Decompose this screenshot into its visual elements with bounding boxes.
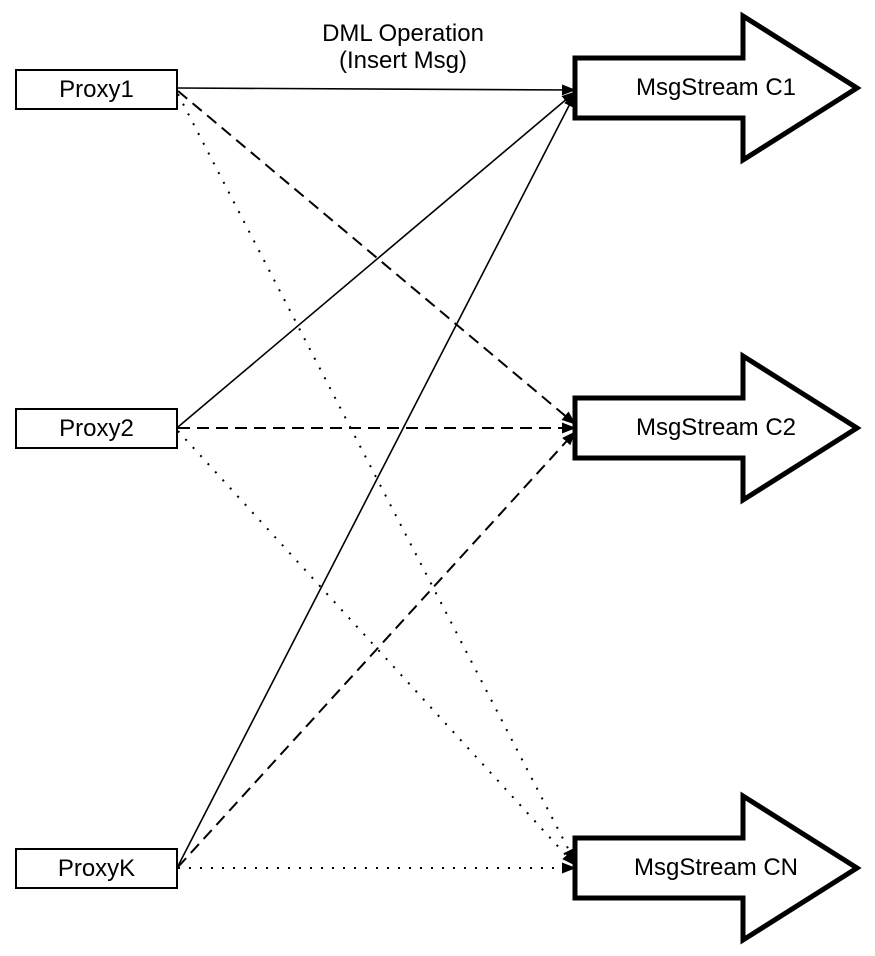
edge-proxy1-c2 (177, 90, 576, 425)
edge-proxyk-c2 (177, 431, 576, 868)
edge-group (177, 84, 576, 874)
proxy1-label: Proxy1 (59, 75, 134, 103)
proxyk-label: ProxyK (57, 854, 136, 882)
msgstream-cn-arrow-shape (572, 791, 862, 945)
proxy2-label: Proxy2 (59, 414, 134, 442)
dml-operation-label-line1: DML Operation (322, 20, 484, 47)
msgstream-c2-arrow-shape (572, 351, 862, 505)
edge-proxy1-cn (177, 93, 576, 863)
proxy2-node: Proxy2 (15, 408, 178, 449)
msgstream-c1-arrow-shape (572, 11, 862, 165)
msgstream-shapes (572, 11, 862, 945)
dml-operation-label-line2: (Insert Msg) (338, 47, 467, 74)
dml-operation-label: DML Operation (Insert Msg) (283, 20, 523, 74)
proxy1-node: Proxy1 (15, 69, 178, 110)
edge-proxy2-c1 (177, 91, 576, 428)
edge-proxyk-c1 (177, 93, 576, 867)
edge-proxy1-c1 (177, 84, 576, 96)
proxyk-node: ProxyK (15, 848, 178, 889)
